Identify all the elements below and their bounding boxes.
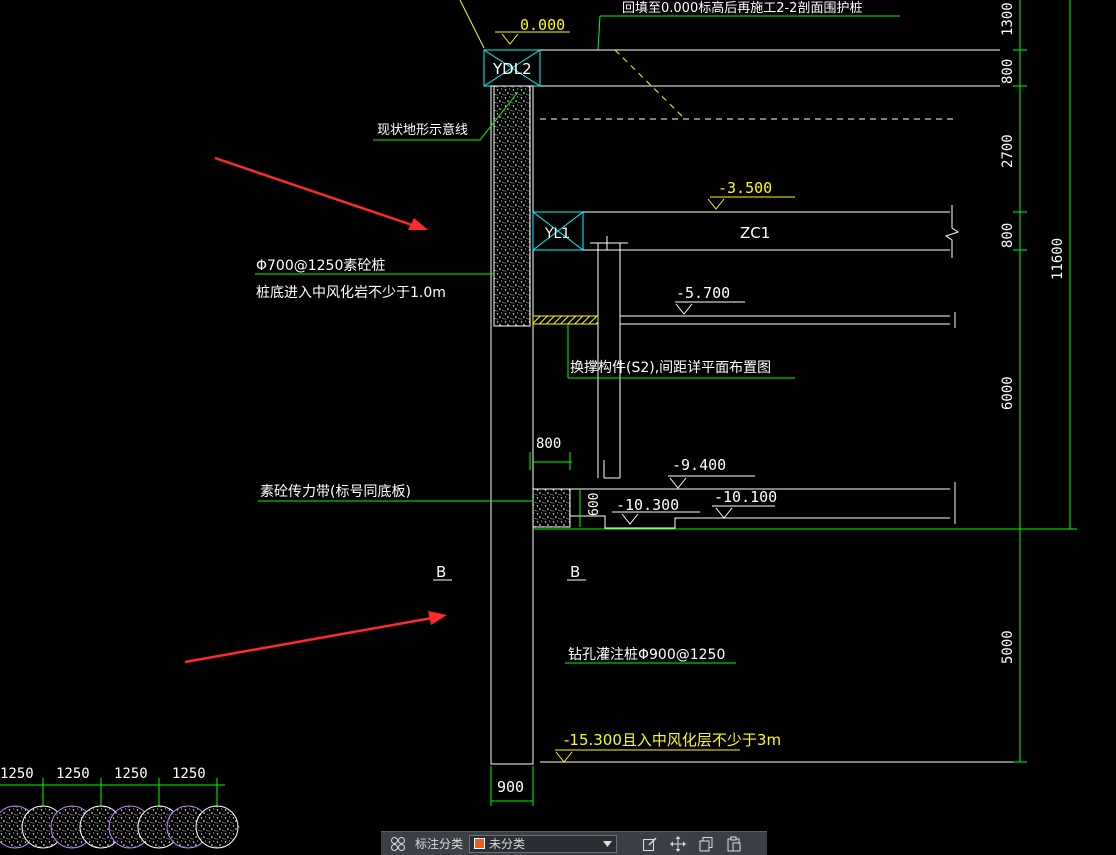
label-yl1: YL1 [544, 226, 570, 242]
plan-spacing-3: 1250 [114, 766, 148, 782]
dim-6000: 6000 [1000, 376, 1016, 410]
elevation-label-m101: -10.100 [714, 488, 777, 506]
move-icon[interactable] [667, 833, 689, 855]
note-brace: 换撑构件(S2),间距详平面布置图 [570, 359, 771, 376]
label-ydl2: YDL2 [492, 60, 532, 78]
dim-1300: 1300 [1000, 2, 1016, 36]
bottom-slab-bottom [570, 515, 950, 529]
note-band: 素砼传力带(标号同底板) [260, 484, 411, 500]
dim-11600: 11600 [1050, 238, 1066, 280]
elevation-label-m35: -3.500 [718, 179, 772, 197]
plan-dim-ticks [42, 778, 218, 808]
force-transfer-band[interactable] [532, 488, 571, 528]
note-backfill: 回填至0.000标高后再施工2-2剖面围护桩 [622, 0, 862, 16]
elevation-label-0: 0.000 [520, 16, 565, 34]
note-pile700-1: Φ700@1250素砼桩 [256, 257, 385, 274]
elevation-label-m153: -15.300且入中风化层不少于3m [564, 731, 781, 749]
leader-top-left [459, 0, 485, 49]
note-backfill-leader [597, 15, 601, 51]
section-label-b-right: B [570, 563, 580, 581]
red-arrow-lower [184, 611, 447, 664]
dim-5000: 5000 [1000, 630, 1016, 664]
slope-dashed-line [614, 49, 686, 120]
dim-800-mid: 800 [1000, 223, 1016, 248]
pile-700-plain[interactable] [493, 85, 531, 327]
category-color-swatch [474, 838, 486, 849]
red-arrow-upper [214, 156, 428, 230]
group-icon[interactable] [387, 833, 409, 855]
paste-icon[interactable] [723, 833, 745, 855]
plan-spacing-1: 1250 [0, 766, 34, 782]
beam-yl1[interactable] [532, 211, 584, 251]
chevron-down-icon [603, 840, 613, 847]
note-terrain-leader [479, 91, 519, 141]
dim-800-band: 800 [536, 436, 561, 452]
dim-chain-ticks [1013, 49, 1077, 763]
annotation-toolbar: 标注分类 未分类 [381, 831, 767, 855]
break-line-zc1 [944, 205, 960, 258]
category-value: 未分类 [489, 837, 526, 851]
note-pile900: 钻孔灌注桩Φ900@1250 [568, 646, 725, 663]
plan-spacing-2: 1250 [56, 766, 90, 782]
plan-spacing-4: 1250 [172, 766, 206, 782]
elevation-label-m57: -5.700 [676, 284, 730, 302]
elevation-marker-0 [495, 31, 570, 45]
dim-600: 600 [587, 493, 602, 516]
pile-900-bored[interactable] [490, 85, 534, 765]
edit-icon[interactable] [639, 833, 661, 855]
section-label-b-left: B [436, 563, 446, 581]
note-pile700-2: 桩底进入中风化岩不少于1.0m [256, 284, 446, 301]
copy-icon[interactable] [695, 833, 717, 855]
transfer-brace-s2[interactable] [532, 315, 599, 325]
category-label: 标注分类 [415, 837, 464, 851]
plan-piles[interactable] [0, 805, 239, 849]
dim-800-top: 800 [1000, 59, 1016, 84]
elevation-label-m103: -10.300 [616, 496, 679, 514]
category-dropdown[interactable]: 未分类 [469, 834, 618, 853]
dim-2700: 2700 [1000, 134, 1016, 168]
dim-900: 900 [497, 778, 524, 796]
label-zc1: ZC1 [740, 224, 770, 242]
elevation-label-m94: -9.400 [672, 456, 726, 474]
note-terrain: 现状地形示意线 [377, 122, 468, 138]
